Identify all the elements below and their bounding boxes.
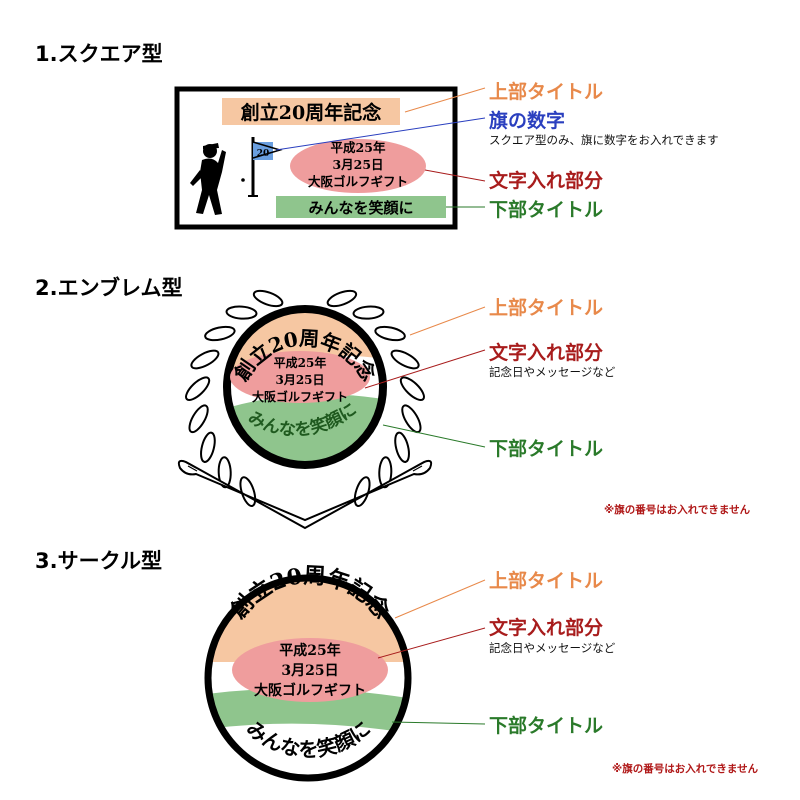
label-body: 文字入れ部分 [489,342,604,364]
bottom-title-area [276,196,446,218]
crossed-clubs-icon [177,459,433,530]
square-design: 創立20周年記念 20 平成25年 3月25日 大阪ゴルフギフト みんなを笑顔に [174,86,458,230]
body-line: 平成25年 [331,140,386,155]
laurel-leaf [399,376,425,401]
label-bottom-title: 下部タイトル [489,438,604,460]
body-line: 平成25年 [279,642,340,659]
flag-notice: ※旗の番号はお入れできません [612,763,759,775]
laurel-leaf [374,325,406,342]
laurel-icon [185,289,425,507]
body-line: 大阪ゴルフギフト [254,682,366,699]
circle-ring [204,574,412,782]
laurel-leaf [200,431,216,463]
section-heading: 1.スクエア型 [35,42,163,66]
bottom-title-text: みんなを笑顔に [308,199,413,217]
bottom-title-area [209,688,407,735]
flag-number: 20 [257,149,270,159]
flag-note: スクエア型のみ、旗に数字をお入れできます [489,133,719,147]
top-title-area [222,98,400,125]
leader-lines-3 [377,579,486,725]
laurel-leaf [401,404,422,434]
emblem-design: 創立20周年記念 平成25年 3月25日 大阪ゴルフギフト みんなを笑顔に [177,289,433,530]
flag-icon: 20 [248,137,283,197]
leader-lines-2 [364,306,486,448]
body-line: 大阪ゴルフギフト [308,174,408,189]
label-body: 文字入れ部分 [489,170,604,192]
laurel-leaf [185,376,211,401]
body-note: 記念日やメッセージなど [489,641,616,655]
body-line: 3月25日 [281,663,338,679]
laurel-leaf [352,305,385,320]
flag-notice: ※旗の番号はお入れできません [604,504,751,516]
top-title-text: 創立20周年記念 [241,101,381,124]
body-line: 3月25日 [275,373,324,387]
laurel-leaf [188,404,209,434]
label-top-title: 上部タイトル [489,570,604,592]
body-note: 記念日やメッセージなど [489,365,616,379]
label-flag-number: 旗の数字 [489,110,566,132]
laurel-leaf [225,305,258,320]
emblem-ring [223,305,387,469]
laurel-leaf [190,349,220,370]
label-top-title: 上部タイトル [489,81,604,103]
label-body: 文字入れ部分 [489,617,604,639]
laurel-leaf [326,289,358,308]
body-line: 平成25年 [274,355,327,370]
label-top-title: 上部タイトル [489,297,604,319]
section-heading: 3.サークル型 [35,549,162,573]
laurel-leaf [394,431,410,463]
label-bottom-title: 下部タイトル [489,199,604,221]
label-bottom-title: 下部タイトル [489,715,604,737]
leader-lines-1 [275,87,486,208]
body-area [230,351,370,403]
body-area [232,638,388,702]
section-heading: 2.エンブレム型 [35,276,183,300]
laurel-leaf [204,325,236,342]
laurel-leaf [390,349,420,370]
body-area [290,139,426,193]
circle-design: 創立20周年記念 平成25年 3月25日 大阪ゴルフギフト みんなを笑顔に [204,563,412,782]
golfer-icon [190,143,245,215]
laurel-leaf [252,289,284,308]
body-line: 3月25日 [332,157,383,172]
body-line: 大阪ゴルフギフト [252,389,348,404]
